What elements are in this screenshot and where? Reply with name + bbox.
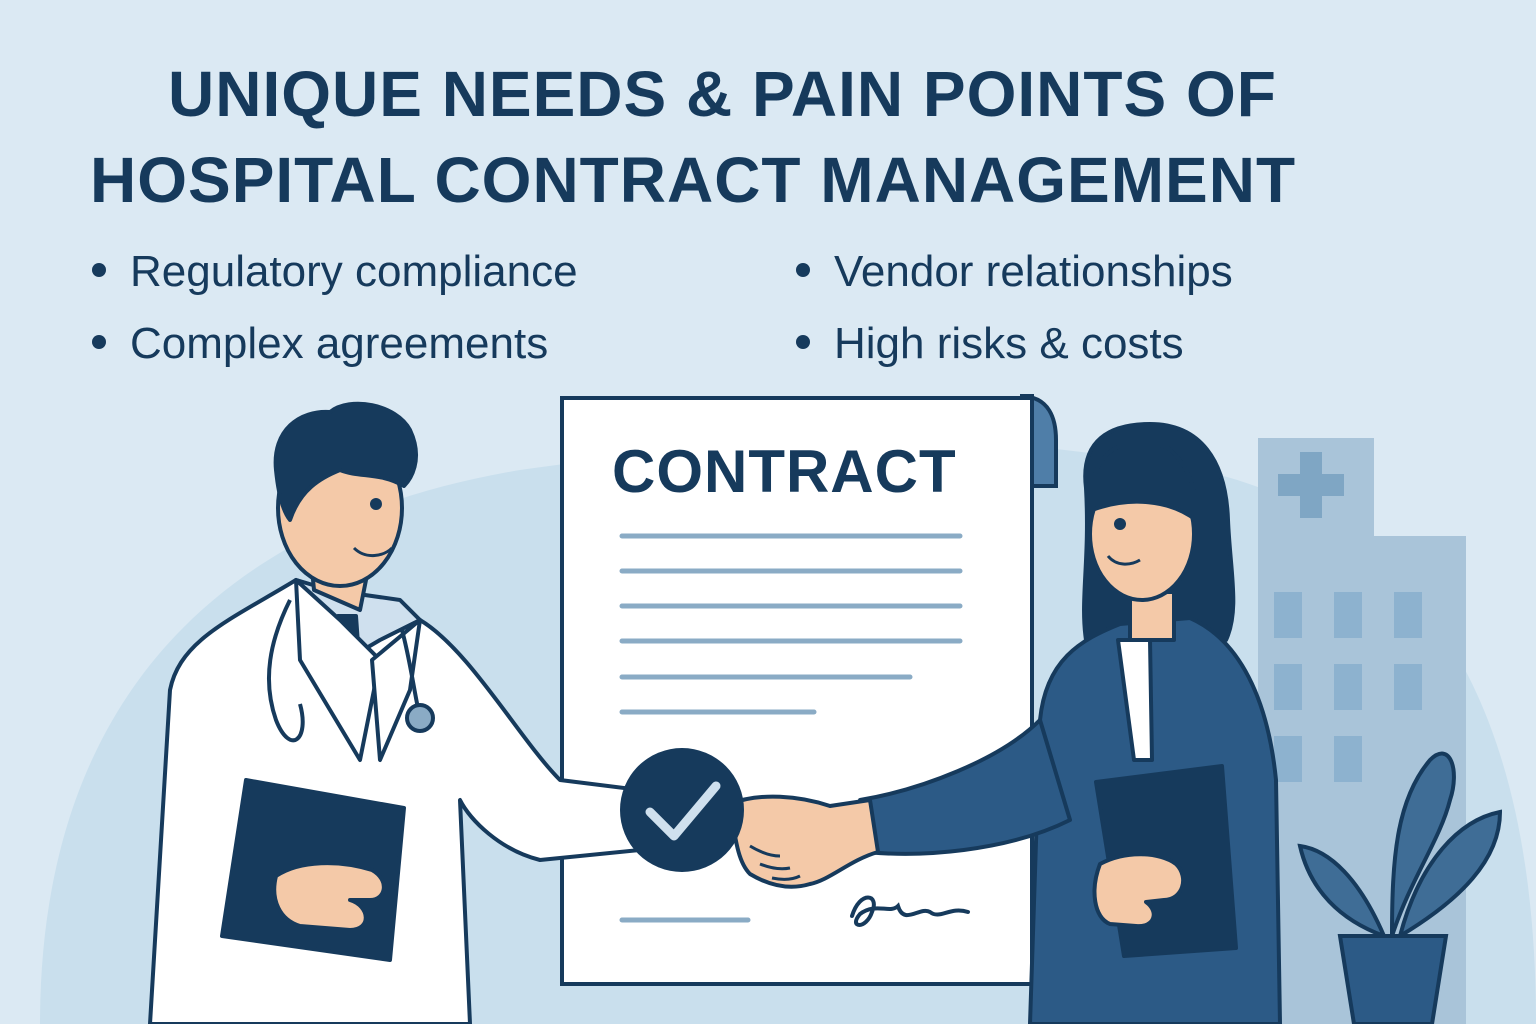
checkmark-circle-icon — [620, 748, 744, 872]
businesswoman-figure — [848, 422, 1282, 1024]
medical-cross-icon — [1278, 452, 1344, 518]
stethoscope-icon — [405, 703, 435, 733]
contract-text-lines — [619, 533, 963, 923]
potted-plant — [1297, 751, 1503, 1024]
list-item: Regulatory compliance — [92, 250, 578, 294]
list-item: Complex agreements — [92, 322, 548, 366]
contract-document: CONTRACT — [560, 394, 1058, 986]
pain-points-list: Regulatory compliance Complex agreements… — [92, 250, 1392, 370]
page-title-line-1: UNIQUE NEEDS & PAIN POINTS OF — [168, 58, 1277, 130]
signature — [850, 895, 970, 927]
list-item: Vendor relationships — [796, 250, 1233, 294]
doctor-figure — [148, 401, 642, 1024]
handshake-icon — [728, 794, 880, 889]
contract-heading: CONTRACT — [612, 438, 957, 505]
list-item: High risks & costs — [796, 322, 1184, 366]
page-title-line-2: HOSPITAL CONTRACT MANAGEMENT — [90, 144, 1297, 216]
